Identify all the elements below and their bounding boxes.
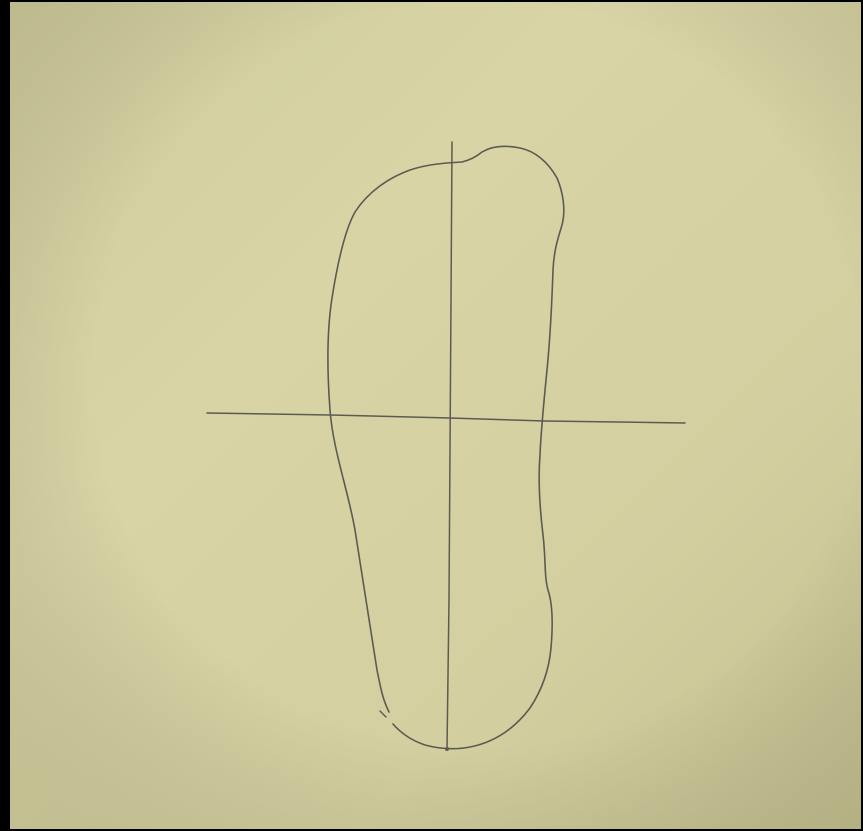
axis-end-dot [445,747,449,751]
paper-shading [10,2,861,829]
drawing-canvas [10,2,861,829]
paper-sheet [10,2,861,829]
